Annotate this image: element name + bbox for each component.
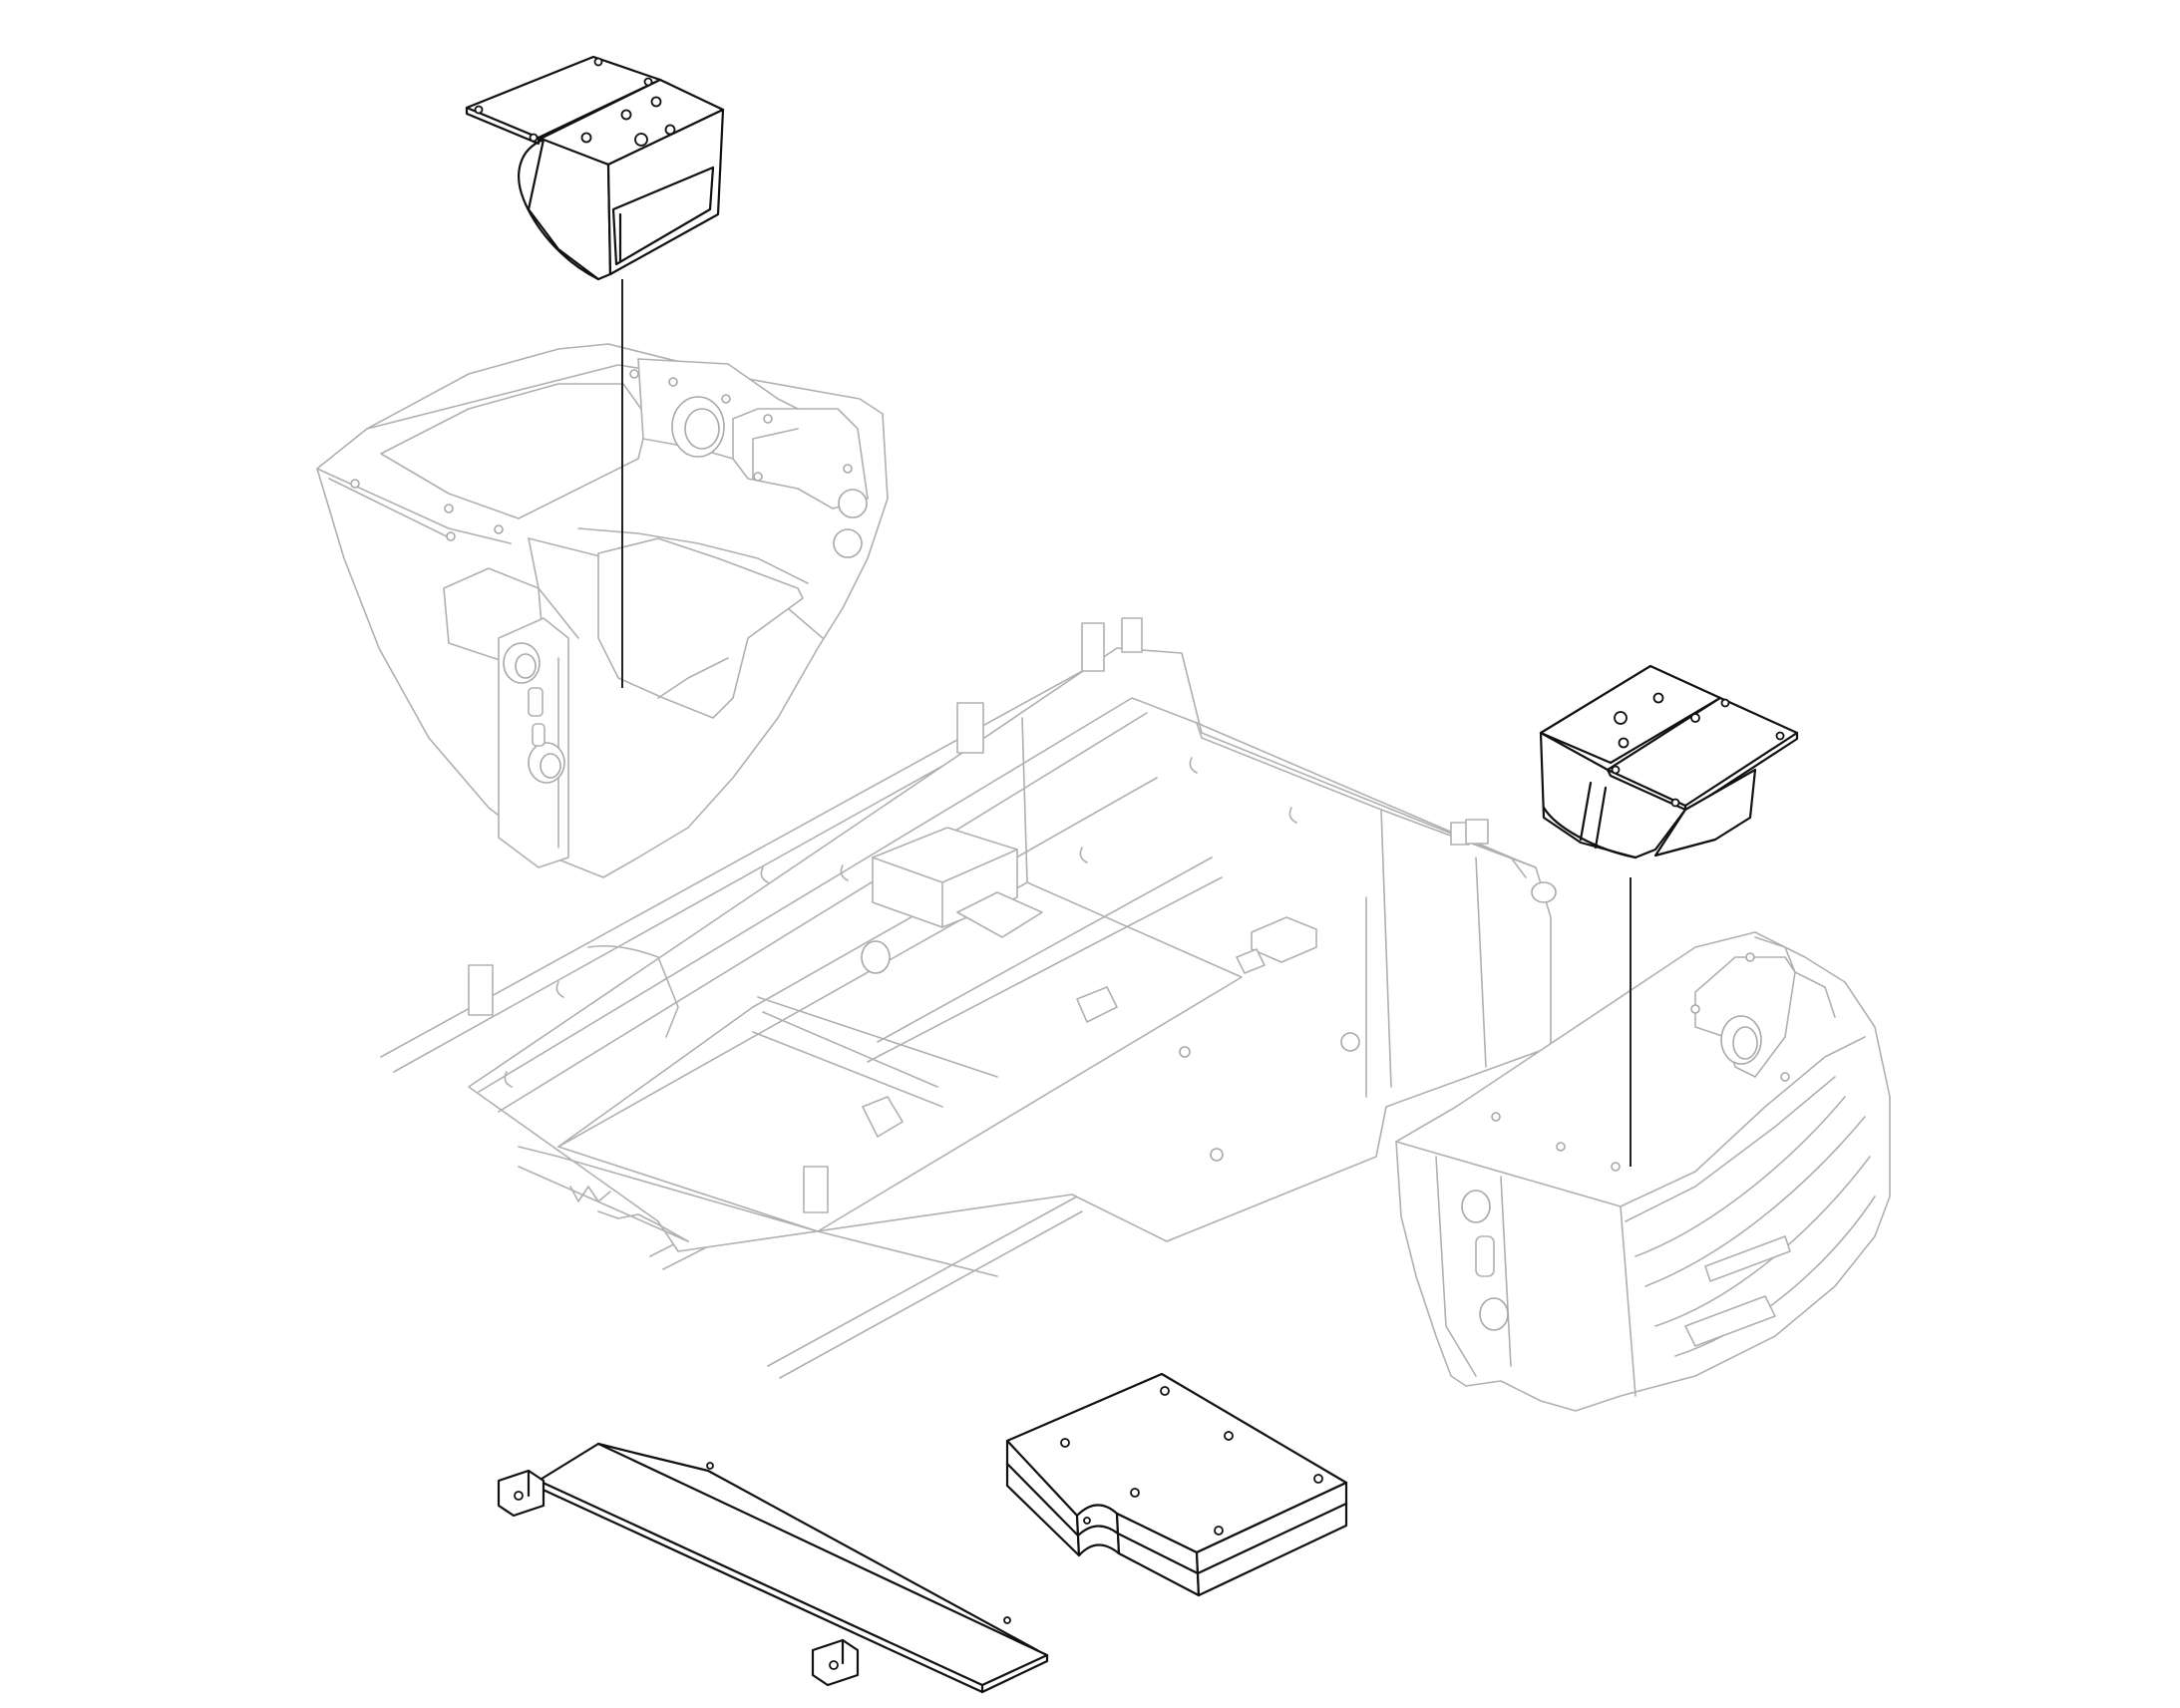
front-counterweight-cover <box>465 55 725 281</box>
side-plate <box>497 1442 1049 1694</box>
main-frame <box>380 617 1557 1379</box>
rear-counterweight-cover <box>1539 664 1799 859</box>
ballast-block <box>1005 1372 1348 1597</box>
front-counterweight <box>316 343 889 878</box>
rear-counterweight <box>1395 931 1891 1412</box>
